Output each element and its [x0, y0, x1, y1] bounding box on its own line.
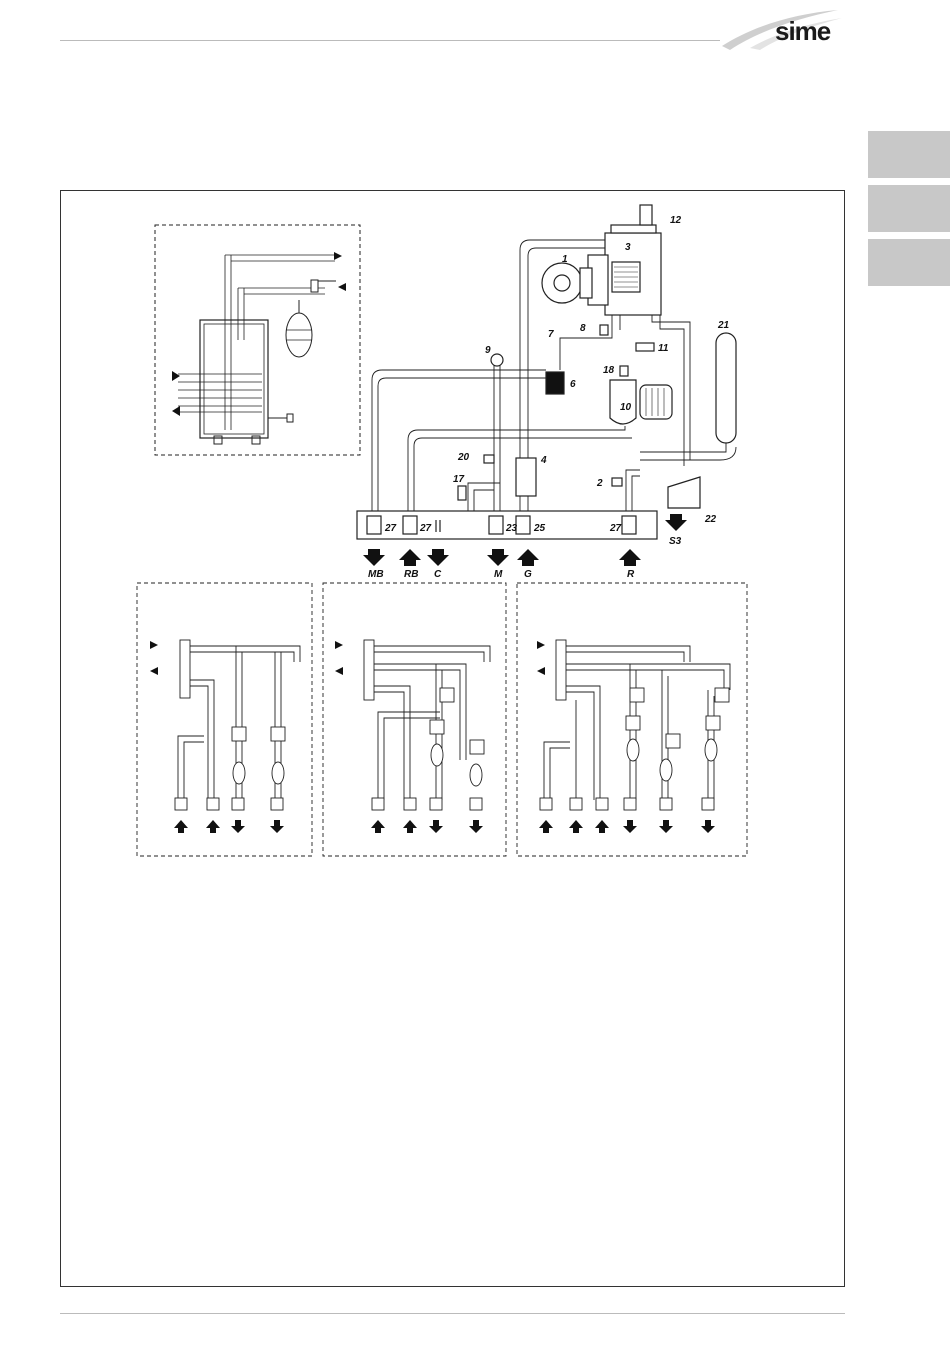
- conn-g: G: [524, 569, 532, 580]
- label-27-rb: 27: [419, 523, 432, 534]
- label-22: 22: [704, 514, 717, 525]
- label-27-r: 27: [609, 523, 622, 534]
- label-18: 18: [603, 365, 615, 376]
- boiler-body: [357, 205, 736, 539]
- label-23: 23: [505, 523, 518, 534]
- conn-r: R: [627, 569, 635, 580]
- label-8: 8: [580, 323, 586, 334]
- zone-kit-3: [517, 583, 747, 856]
- conn-c: C: [434, 569, 442, 580]
- label-7: 7: [548, 329, 554, 340]
- label-11: 11: [658, 343, 669, 354]
- conn-mb: MB: [368, 569, 384, 580]
- label-2: 2: [596, 478, 603, 489]
- zone-kit-1: [137, 583, 312, 856]
- storage-tank-detail: [155, 225, 360, 455]
- conn-m: M: [494, 569, 503, 580]
- label-4: 4: [540, 455, 547, 466]
- label-9: 9: [485, 345, 491, 356]
- label-17: 17: [453, 474, 465, 485]
- label-10: 10: [620, 402, 632, 413]
- label-27-mb: 27: [384, 523, 397, 534]
- conn-rb: RB: [404, 569, 418, 580]
- label-25: 25: [533, 523, 546, 534]
- label-12: 12: [670, 215, 682, 226]
- label-20: 20: [457, 452, 470, 463]
- label-21: 21: [717, 320, 730, 331]
- label-1: 1: [562, 254, 568, 265]
- label-6: 6: [570, 379, 576, 390]
- conn-s3: S3: [669, 536, 682, 547]
- label-3: 3: [625, 242, 631, 253]
- footer-rule: [60, 1313, 845, 1314]
- zone-kit-2: [323, 583, 506, 856]
